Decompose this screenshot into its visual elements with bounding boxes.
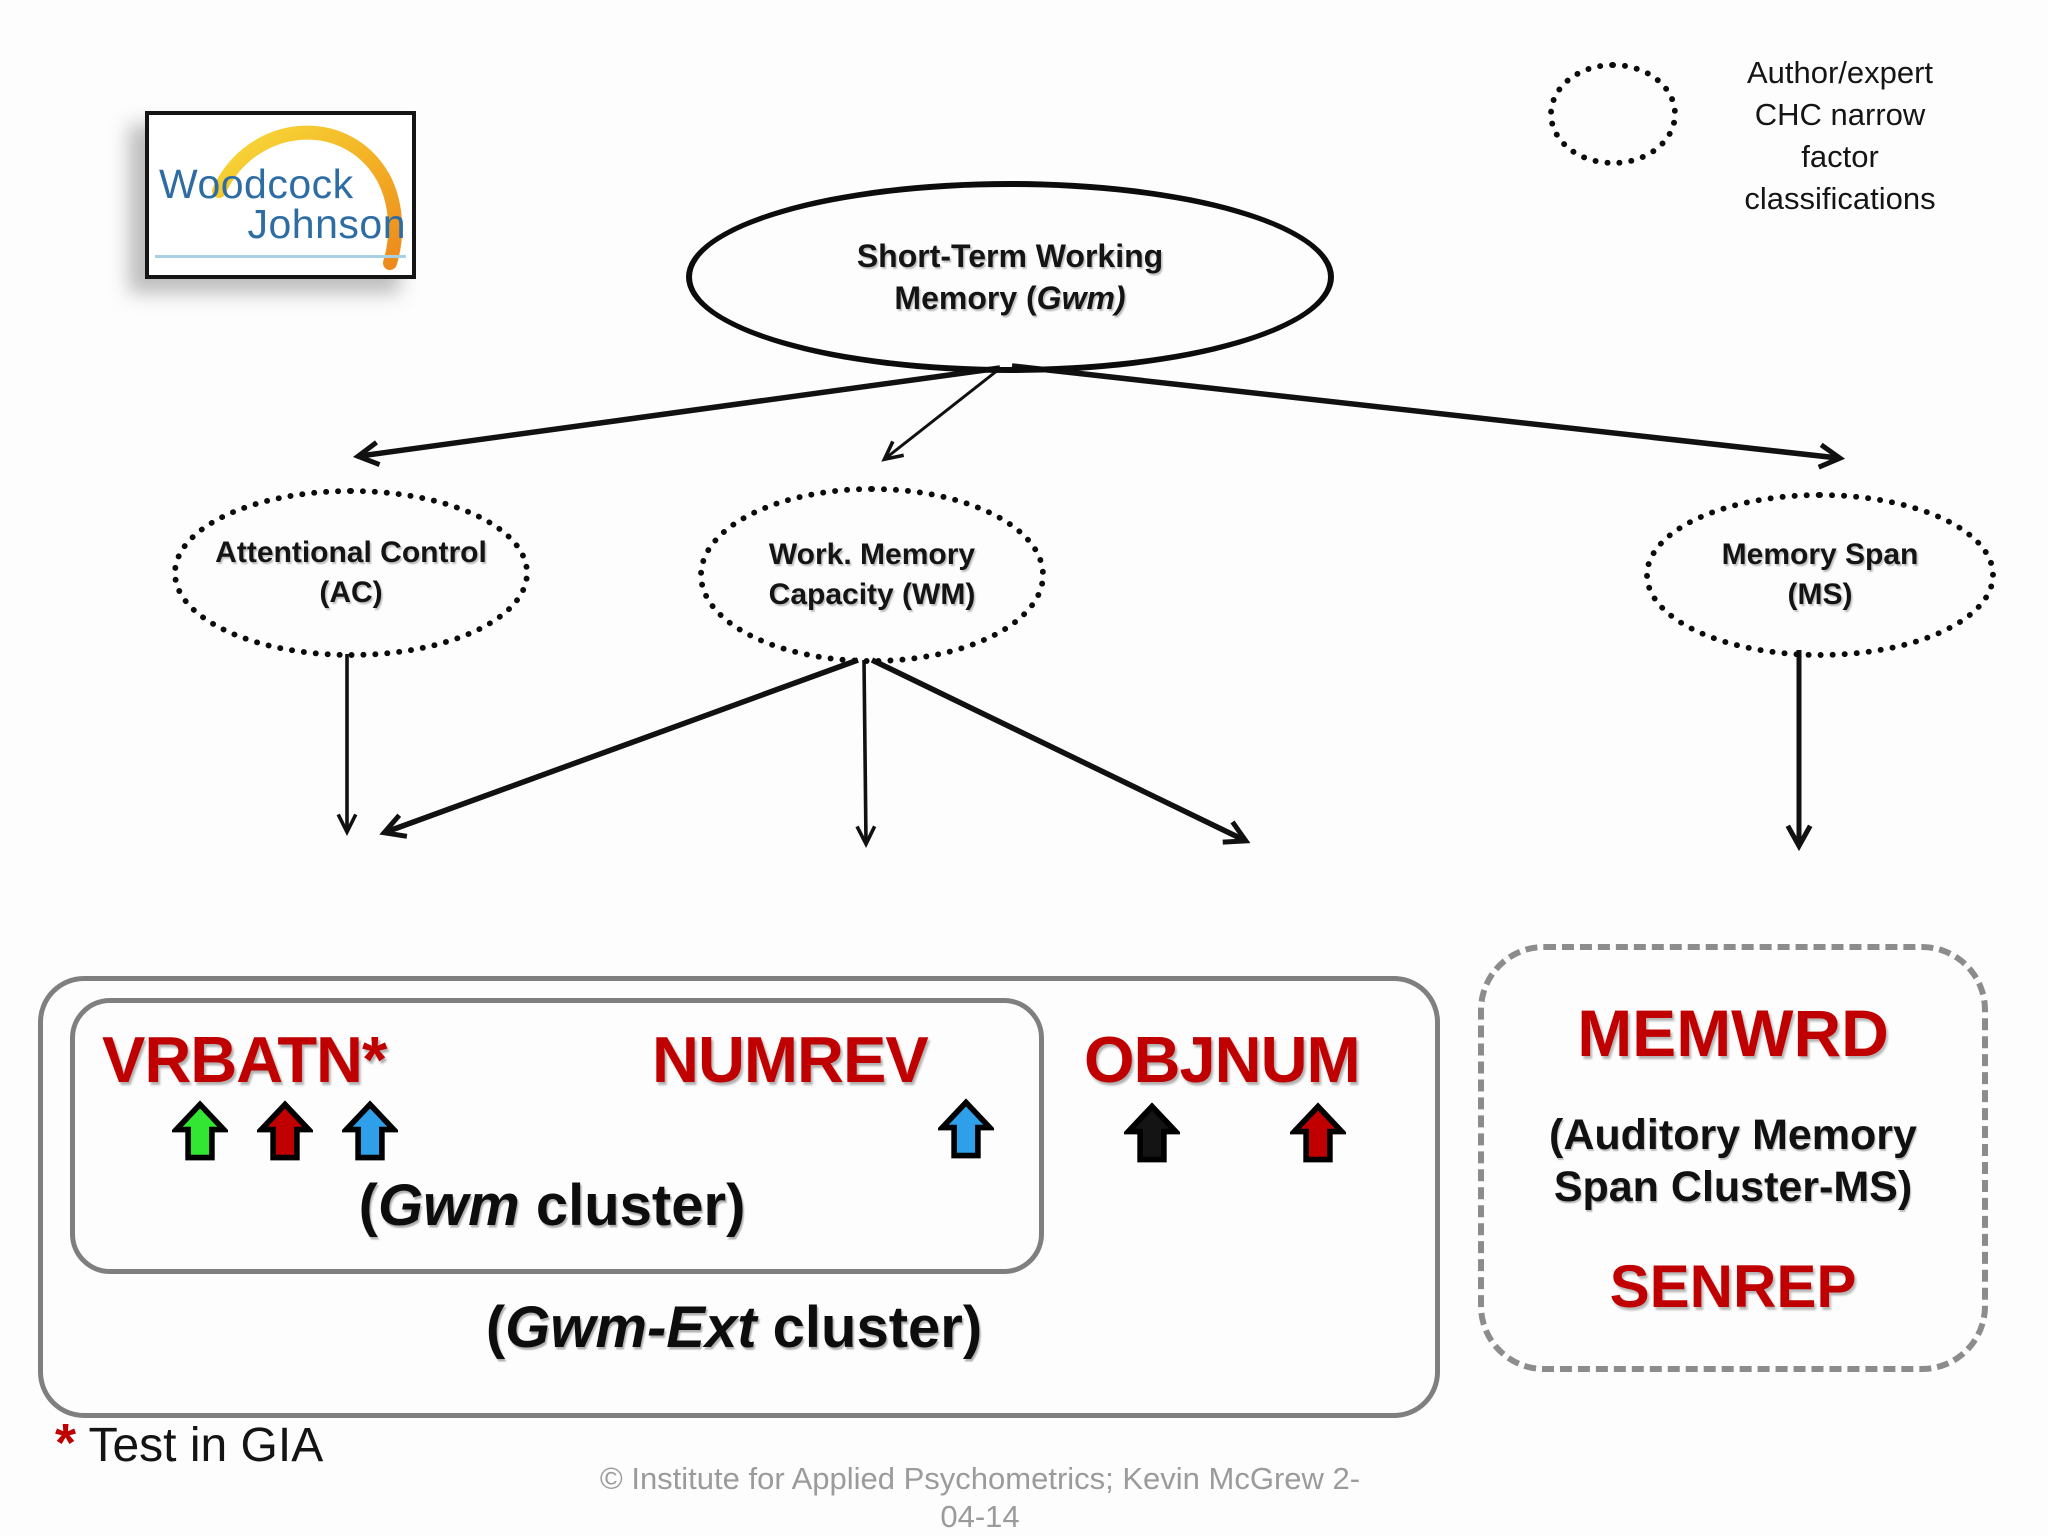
connector-wm-to-vrbatn	[379, 657, 859, 839]
legend-line: Author/expert	[1746, 55, 1934, 90]
gia-footnote: * Test in GIA	[55, 1412, 323, 1474]
node-root-line2: Memory (Gwm)	[894, 277, 1125, 319]
node-ms-line2: (MS)	[1787, 578, 1853, 611]
up-arrow-green-icon	[172, 1100, 228, 1161]
node-wm-line2: Capacity (WM)	[768, 578, 976, 611]
legend-line: CHC narrow	[1754, 97, 1926, 132]
node-ac-line1: Attentional Control	[215, 536, 487, 569]
auditory-memory-span-cluster-box: MEMWRD (Auditory Memory Span Cluster-MS)…	[1478, 944, 1988, 1372]
gwm-ext-label-suffix: cluster)	[756, 1295, 983, 1360]
up-arrow-black-icon	[1124, 1102, 1180, 1163]
gwm-ext-cluster-label: (Gwm-Ext cluster)	[38, 1294, 1430, 1361]
up-arrow-blue-icon	[938, 1098, 994, 1159]
node-working-memory-capacity: Work. Memory Capacity (WM)	[698, 486, 1046, 664]
test-senrep: SENREP	[1609, 1253, 1857, 1321]
up-arrow-shape	[257, 1100, 313, 1161]
gwm-label-prefix: (	[358, 1173, 378, 1238]
up-arrow-blue-icon	[342, 1100, 398, 1161]
test-objnum: OBJNUM	[1084, 1023, 1361, 1096]
node-attentional-control: Attentional Control (AC)	[172, 488, 530, 658]
connector-wm-to-numrev	[855, 659, 877, 849]
connector-wm-to-objnum	[870, 657, 1251, 845]
logo-word-woodcock: Woodcock	[159, 161, 354, 207]
woodcock-johnson-logo: Woodcock Johnson	[145, 111, 416, 279]
node-short-term-working-memory: Short-Term Working Memory (Gwm)	[686, 181, 1334, 373]
footnote-asterisk: *	[55, 1413, 77, 1473]
connector-root-to-ac	[352, 365, 1001, 467]
gwm-cluster-label: (Gwm cluster)	[70, 1172, 1034, 1239]
gwm-ext-cluster-box	[38, 976, 1440, 1418]
node-root-line2-italic: Gwm)	[1036, 280, 1126, 316]
test-numrev: NUMREV	[652, 1023, 929, 1096]
node-memory-span: Memory Span (MS)	[1644, 492, 1996, 658]
node-ac-line2: (AC)	[319, 576, 383, 609]
up-arrow-shape	[1124, 1102, 1180, 1163]
logo-swoosh-icon	[212, 125, 403, 270]
footnote-text: Test in GIA	[76, 1419, 324, 1472]
node-wm-line1: Work. Memory	[768, 538, 976, 571]
node-root-line2-prefix: Memory (	[894, 280, 1037, 316]
logo-word-johnson: Johnson	[247, 201, 406, 247]
gwm-label-italic: Gwm	[377, 1173, 520, 1238]
up-arrow-shape	[172, 1100, 228, 1161]
copyright-notice: © Institute for Applied Psychometrics; K…	[480, 1460, 1480, 1536]
gwm-label-suffix: cluster)	[519, 1173, 746, 1238]
gwm-ext-label-italic: Gwm-Ext	[505, 1295, 757, 1360]
up-arrow-red-icon	[1290, 1102, 1346, 1163]
legend-line: factor	[1801, 139, 1879, 174]
logo-rule	[155, 255, 406, 258]
legend-dotted-ellipse-icon	[1548, 62, 1678, 166]
up-arrow-red-icon	[257, 1100, 313, 1161]
copyright-line2: 04-14	[940, 1499, 1020, 1534]
test-vrbatn: VRBATN*	[102, 1023, 387, 1096]
gwm-cluster-box	[70, 998, 1044, 1274]
connector-root-to-ms	[1011, 363, 1846, 470]
copyright-line1: © Institute for Applied Psychometrics; K…	[599, 1461, 1361, 1496]
up-arrow-shape	[342, 1100, 398, 1161]
connector-root-to-wm	[881, 368, 999, 462]
node-ms-line1: Memory Span	[1721, 538, 1919, 571]
node-root-line1: Short-Term Working	[856, 238, 1164, 274]
test-memwrd: MEMWRD	[1577, 995, 1889, 1070]
legend-line: classifications	[1744, 181, 1936, 216]
up-arrow-shape	[938, 1098, 994, 1159]
up-arrow-shape	[1290, 1102, 1346, 1163]
gwm-ext-label-prefix: (	[485, 1295, 506, 1360]
legend-caption: Author/expert CHC narrow factor classifi…	[1700, 52, 1980, 220]
ms-cluster-subtitle: (Auditory Memory Span Cluster-MS)	[1549, 1111, 1917, 1212]
